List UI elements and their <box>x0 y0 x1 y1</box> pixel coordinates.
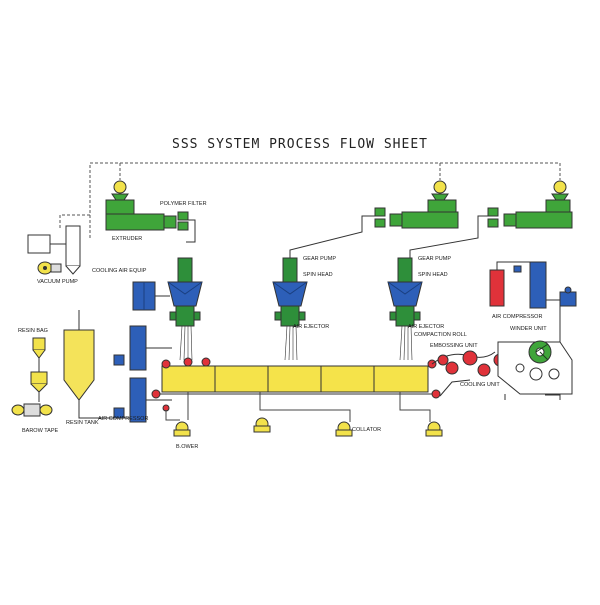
air-compressor-right-label: AIR COMPRESSOR <box>492 314 542 320</box>
cooling-air-equip <box>113 281 172 423</box>
collator-label: COLLATOR <box>352 427 381 433</box>
spin-unit-1 <box>167 257 203 361</box>
blower-label: B.OWER <box>176 444 198 450</box>
air-compressor-right <box>489 261 577 309</box>
barow-tape-label: BAROW TAPE <box>22 428 58 434</box>
extruder-middle <box>374 180 459 229</box>
gear-pump-label-1: GEAR PUMP <box>303 256 336 262</box>
winder-unit-label: WINDER UNIT <box>510 326 547 332</box>
winder-unit: WINDER UNIT <box>497 326 573 400</box>
blower-4 <box>425 421 443 437</box>
extruder-right <box>487 180 573 229</box>
polymer-filter-label: POLYMER FILTER <box>160 201 207 207</box>
resin-tank-label: RESIN TANK <box>66 420 99 426</box>
extruder-label: EXTRUDER <box>112 236 142 242</box>
compaction-roll-label: COMPACTION ROLL <box>414 332 467 338</box>
cooling-air-equip-label: COOLING AIR EQUIP <box>92 268 147 274</box>
spin-unit-2 <box>272 257 308 361</box>
extruder-left <box>105 180 189 231</box>
resin-system <box>11 310 130 419</box>
cooling-unit-label: COOLING UNIT <box>460 382 500 388</box>
blower-1 <box>173 421 191 437</box>
vacuum-pump-label: VACUUM PUMP <box>37 279 78 285</box>
spin-unit-3 <box>387 257 423 361</box>
air-ejector-label-2: AIR EJECTOR <box>408 324 444 330</box>
blower-3 <box>335 421 353 437</box>
gear-pump-label-2: GEAR PUMP <box>418 256 451 262</box>
vacuum-pump <box>27 225 81 275</box>
vacuum-line <box>59 162 561 238</box>
suction-ducts <box>165 392 431 422</box>
forming-belt <box>151 357 441 412</box>
spin-head-label-2: SPIN HEAD <box>418 272 448 278</box>
air-compressor-left-label: AIR COMPRESSOR <box>98 416 148 422</box>
air-ejector-label-1: AIR EJECTOR <box>293 324 329 330</box>
page-title: SSS SYSTEM PROCESS FLOW SHEET <box>172 137 428 152</box>
blower-2 <box>253 417 271 433</box>
resin-bag-label: RESIN BAG <box>18 328 48 334</box>
embossing-unit-label: EMBOSSING UNIT <box>430 343 478 349</box>
spin-head-label-1: SPIN HEAD <box>303 272 333 278</box>
